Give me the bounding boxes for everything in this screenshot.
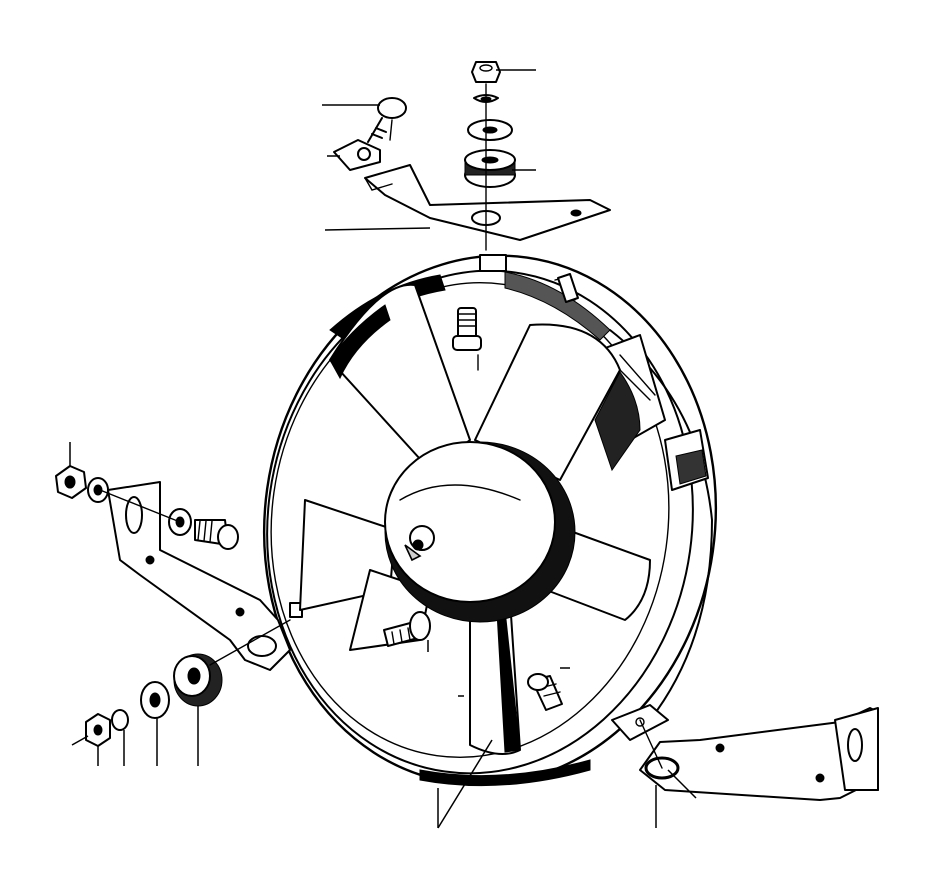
leader-fan-impeller — [437, 739, 493, 829]
flat-washer-upper — [467, 119, 513, 141]
left-bracket — [107, 481, 291, 671]
fan-motor — [384, 441, 576, 623]
hex-nut-left-lower — [85, 713, 111, 747]
callout-leaders — [69, 69, 697, 829]
spring-washer-left — [111, 709, 129, 731]
hex-nut-upper — [471, 61, 501, 83]
leader-upper-bracket — [324, 227, 431, 231]
leader-nut-left-lower — [71, 735, 89, 746]
cable-clip — [333, 139, 381, 171]
screw-upper — [367, 97, 407, 143]
hex-nut-left — [55, 465, 87, 499]
threaded-stud-top — [452, 307, 482, 351]
rubber-mount-upper — [464, 149, 516, 188]
shroud-tab-top — [479, 254, 507, 272]
washer-left-top — [87, 477, 109, 503]
hex-bolt-left — [194, 519, 239, 550]
flat-washer-left — [140, 681, 170, 719]
connector-plug — [554, 273, 709, 491]
shroud-tab-right — [611, 704, 669, 741]
rubber-mount-left — [173, 653, 223, 707]
assembly-lines — [99, 83, 663, 769]
threaded-stud-center — [383, 611, 431, 647]
leader-right-bracket-hole — [667, 769, 697, 799]
threaded-stud-lower — [527, 673, 563, 711]
fan-blade-right — [474, 323, 621, 481]
right-bracket — [639, 707, 879, 801]
